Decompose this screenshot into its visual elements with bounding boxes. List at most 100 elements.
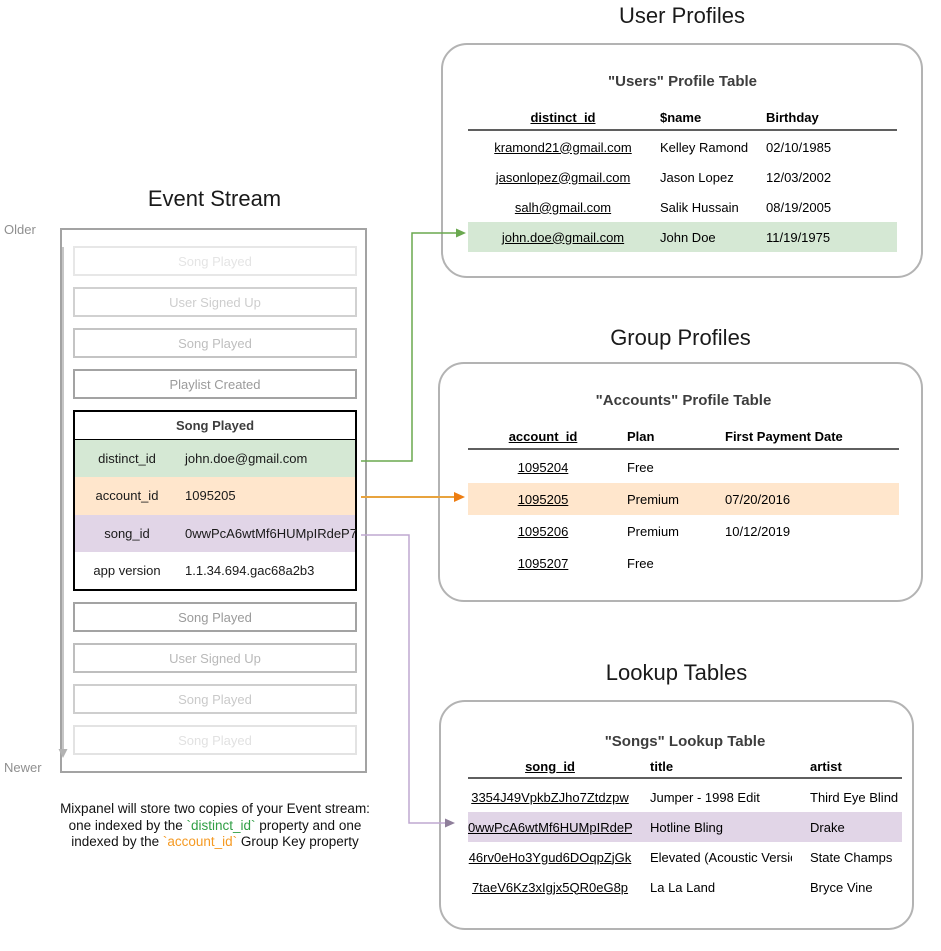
table-row: 0wwPcA6wtMf6HUMpIRdeP7 Hotline Bling Drake [468, 812, 902, 842]
caption-line-1: Mixpanel will store two copies of your E… [60, 801, 370, 816]
event-property-row: song_id 0wwPcA6wtMf6HUMpIRdeP7 [75, 514, 357, 552]
table-cell: 1095205 [517, 491, 569, 507]
table-header-row: song_id title artist [468, 755, 902, 777]
table-cell: La La Land [650, 879, 716, 895]
table-cell: Free [627, 459, 654, 475]
table-cell: kramond21@gmail.com [494, 139, 632, 155]
column-header: First Payment Date [725, 428, 843, 444]
songs-table-title: "Songs" Lookup Table [604, 733, 766, 750]
event-stream-title: Event Stream [147, 186, 282, 211]
property-value: john.doe@gmail.com [185, 451, 308, 467]
table-row: 1095207 Free [468, 547, 899, 579]
column-header: $name [660, 109, 702, 125]
table-cell: jasonlopez@gmail.com [495, 169, 631, 185]
table-row: 1095205 Premium 07/20/2016 [468, 483, 899, 515]
distinct-id-code: `distinct_id` [186, 817, 256, 833]
table-cell: Jumper - 1998 Edit [650, 789, 760, 805]
table-cell: salh@gmail.com [514, 199, 612, 215]
account-id-code: `account_id` [162, 834, 238, 849]
table-cell: 46rv0eHo3Ygud6DOqpZjGk [468, 849, 632, 865]
table-row: john.doe@gmail.com John Doe 11/19/1975 [468, 222, 897, 252]
event-row: User Signed Up [73, 287, 357, 317]
accounts-table-title: "Accounts" Profile Table [595, 392, 772, 409]
table-row: 3354J49VpkbZJho7Ztdzpw Jumper - 1998 Edit… [468, 782, 902, 812]
column-header: Plan [627, 428, 655, 444]
event-property-row: distinct_id john.doe@gmail.com [75, 440, 355, 478]
table-body: 3354J49VpkbZJho7Ztdzpw Jumper - 1998 Edit… [468, 782, 902, 902]
column-header: distinct_id [530, 109, 596, 125]
caption-text: indexed by the [71, 834, 163, 849]
table-cell: 1095207 [517, 555, 569, 571]
table-cell: Free [627, 555, 654, 571]
songs-lookup-card: "Songs" Lookup Table song_id title artist 3… [439, 700, 924, 940]
table-cell: 1095206 [517, 523, 569, 539]
column-header: account_id [508, 428, 578, 444]
songs-table: song_id title artist 3354J49VpkbZJho7Ztdzpw… [468, 755, 902, 902]
caption-text: one indexed by the [68, 817, 187, 833]
table-row: jasonlopez@gmail.com Jason Lopez 12/03/200… [468, 162, 897, 192]
expanded-event-title: Song Played [75, 412, 355, 440]
property-value: 1095205 [185, 488, 236, 504]
table-cell: Kelley Ramond [660, 139, 749, 155]
property-key: app version [93, 562, 161, 578]
table-header-row: distinct_id $name Birthday [468, 105, 897, 129]
table-cell: 0wwPcA6wtMf6HUMpIRdeP7 [468, 819, 632, 835]
table-cell: john.doe@gmail.com [501, 229, 625, 245]
event-stream-caption: Mixpanel will store two copies of your E… [25, 801, 405, 851]
table-cell: 7taeV6Kz3xIgjx5QR0eG8p [471, 879, 629, 895]
table-cell: Jason Lopez [660, 169, 734, 185]
event-row: Song Played [73, 684, 357, 714]
header-separator [468, 777, 902, 779]
property-key: distinct_id [98, 451, 156, 467]
table-row: salh@gmail.com Salik Hussain 08/19/2005 [468, 192, 897, 222]
table-body: kramond21@gmail.com Kelley Ramond 02/10/19… [468, 132, 897, 252]
table-cell: 3354J49VpkbZJho7Ztdzpw [471, 789, 629, 805]
event-property-row: app version 1.1.34.694.gac68a2b3 [75, 552, 355, 589]
caption-line-2: one indexed by the `distinct_id` propert… [25, 818, 405, 835]
event-row: Song Played [73, 602, 357, 632]
table-cell: Hotline Bling [650, 819, 723, 835]
table-cell: Elevated (Acoustic Version) [650, 849, 792, 865]
column-header: title [650, 758, 674, 774]
property-value: 1.1.34.694.gac68a2b3 [185, 562, 315, 578]
table-cell: Premium [627, 523, 680, 539]
event-row: Playlist Created [73, 369, 357, 399]
caption-line-3: indexed by the `account_id` Group Key pr… [25, 834, 405, 851]
table-cell: Salik Hussain [660, 199, 739, 215]
table-row: kramond21@gmail.com Kelley Ramond 02/10/19… [468, 132, 897, 162]
newer-label: Newer [4, 760, 42, 775]
table-cell: John Doe [660, 229, 716, 245]
table-cell: 12/03/2002 [766, 169, 832, 185]
table-cell: 02/10/1985 [766, 139, 832, 155]
column-header: Birthday [766, 109, 819, 125]
table-cell: 07/20/2016 [725, 491, 791, 507]
expanded-event-card: Song Played distinct_id john.doe@gmail.com… [73, 410, 357, 591]
header-separator [468, 129, 897, 131]
table-cell: Premium [627, 491, 680, 507]
group-profiles-title: Group Profiles [610, 325, 751, 350]
column-header: artist [810, 758, 842, 774]
event-row: Song Played [73, 246, 357, 276]
table-cell: Bryce Vine [810, 879, 873, 895]
property-value: 0wwPcA6wtMf6HUMpIRdeP7 [185, 525, 357, 541]
event-row: Song Played [73, 725, 357, 755]
table-cell: 08/19/2005 [766, 199, 832, 215]
column-header: song_id [525, 758, 575, 774]
caption-text: Group Key property [237, 834, 359, 849]
table-row: 7taeV6Kz3xIgjx5QR0eG8p La La Land Bryce Vi… [468, 872, 902, 902]
event-row: User Signed Up [73, 643, 357, 673]
table-cell: Drake [810, 819, 845, 835]
users-table: distinct_id $name Birthday kramond21@gmail.… [468, 105, 897, 252]
table-cell: 11/19/1975 [766, 229, 831, 245]
user-profiles-title: User Profiles [619, 3, 745, 28]
older-label: Older [4, 222, 36, 237]
event-row: Song Played [73, 328, 357, 358]
property-key: song_id [104, 525, 150, 541]
